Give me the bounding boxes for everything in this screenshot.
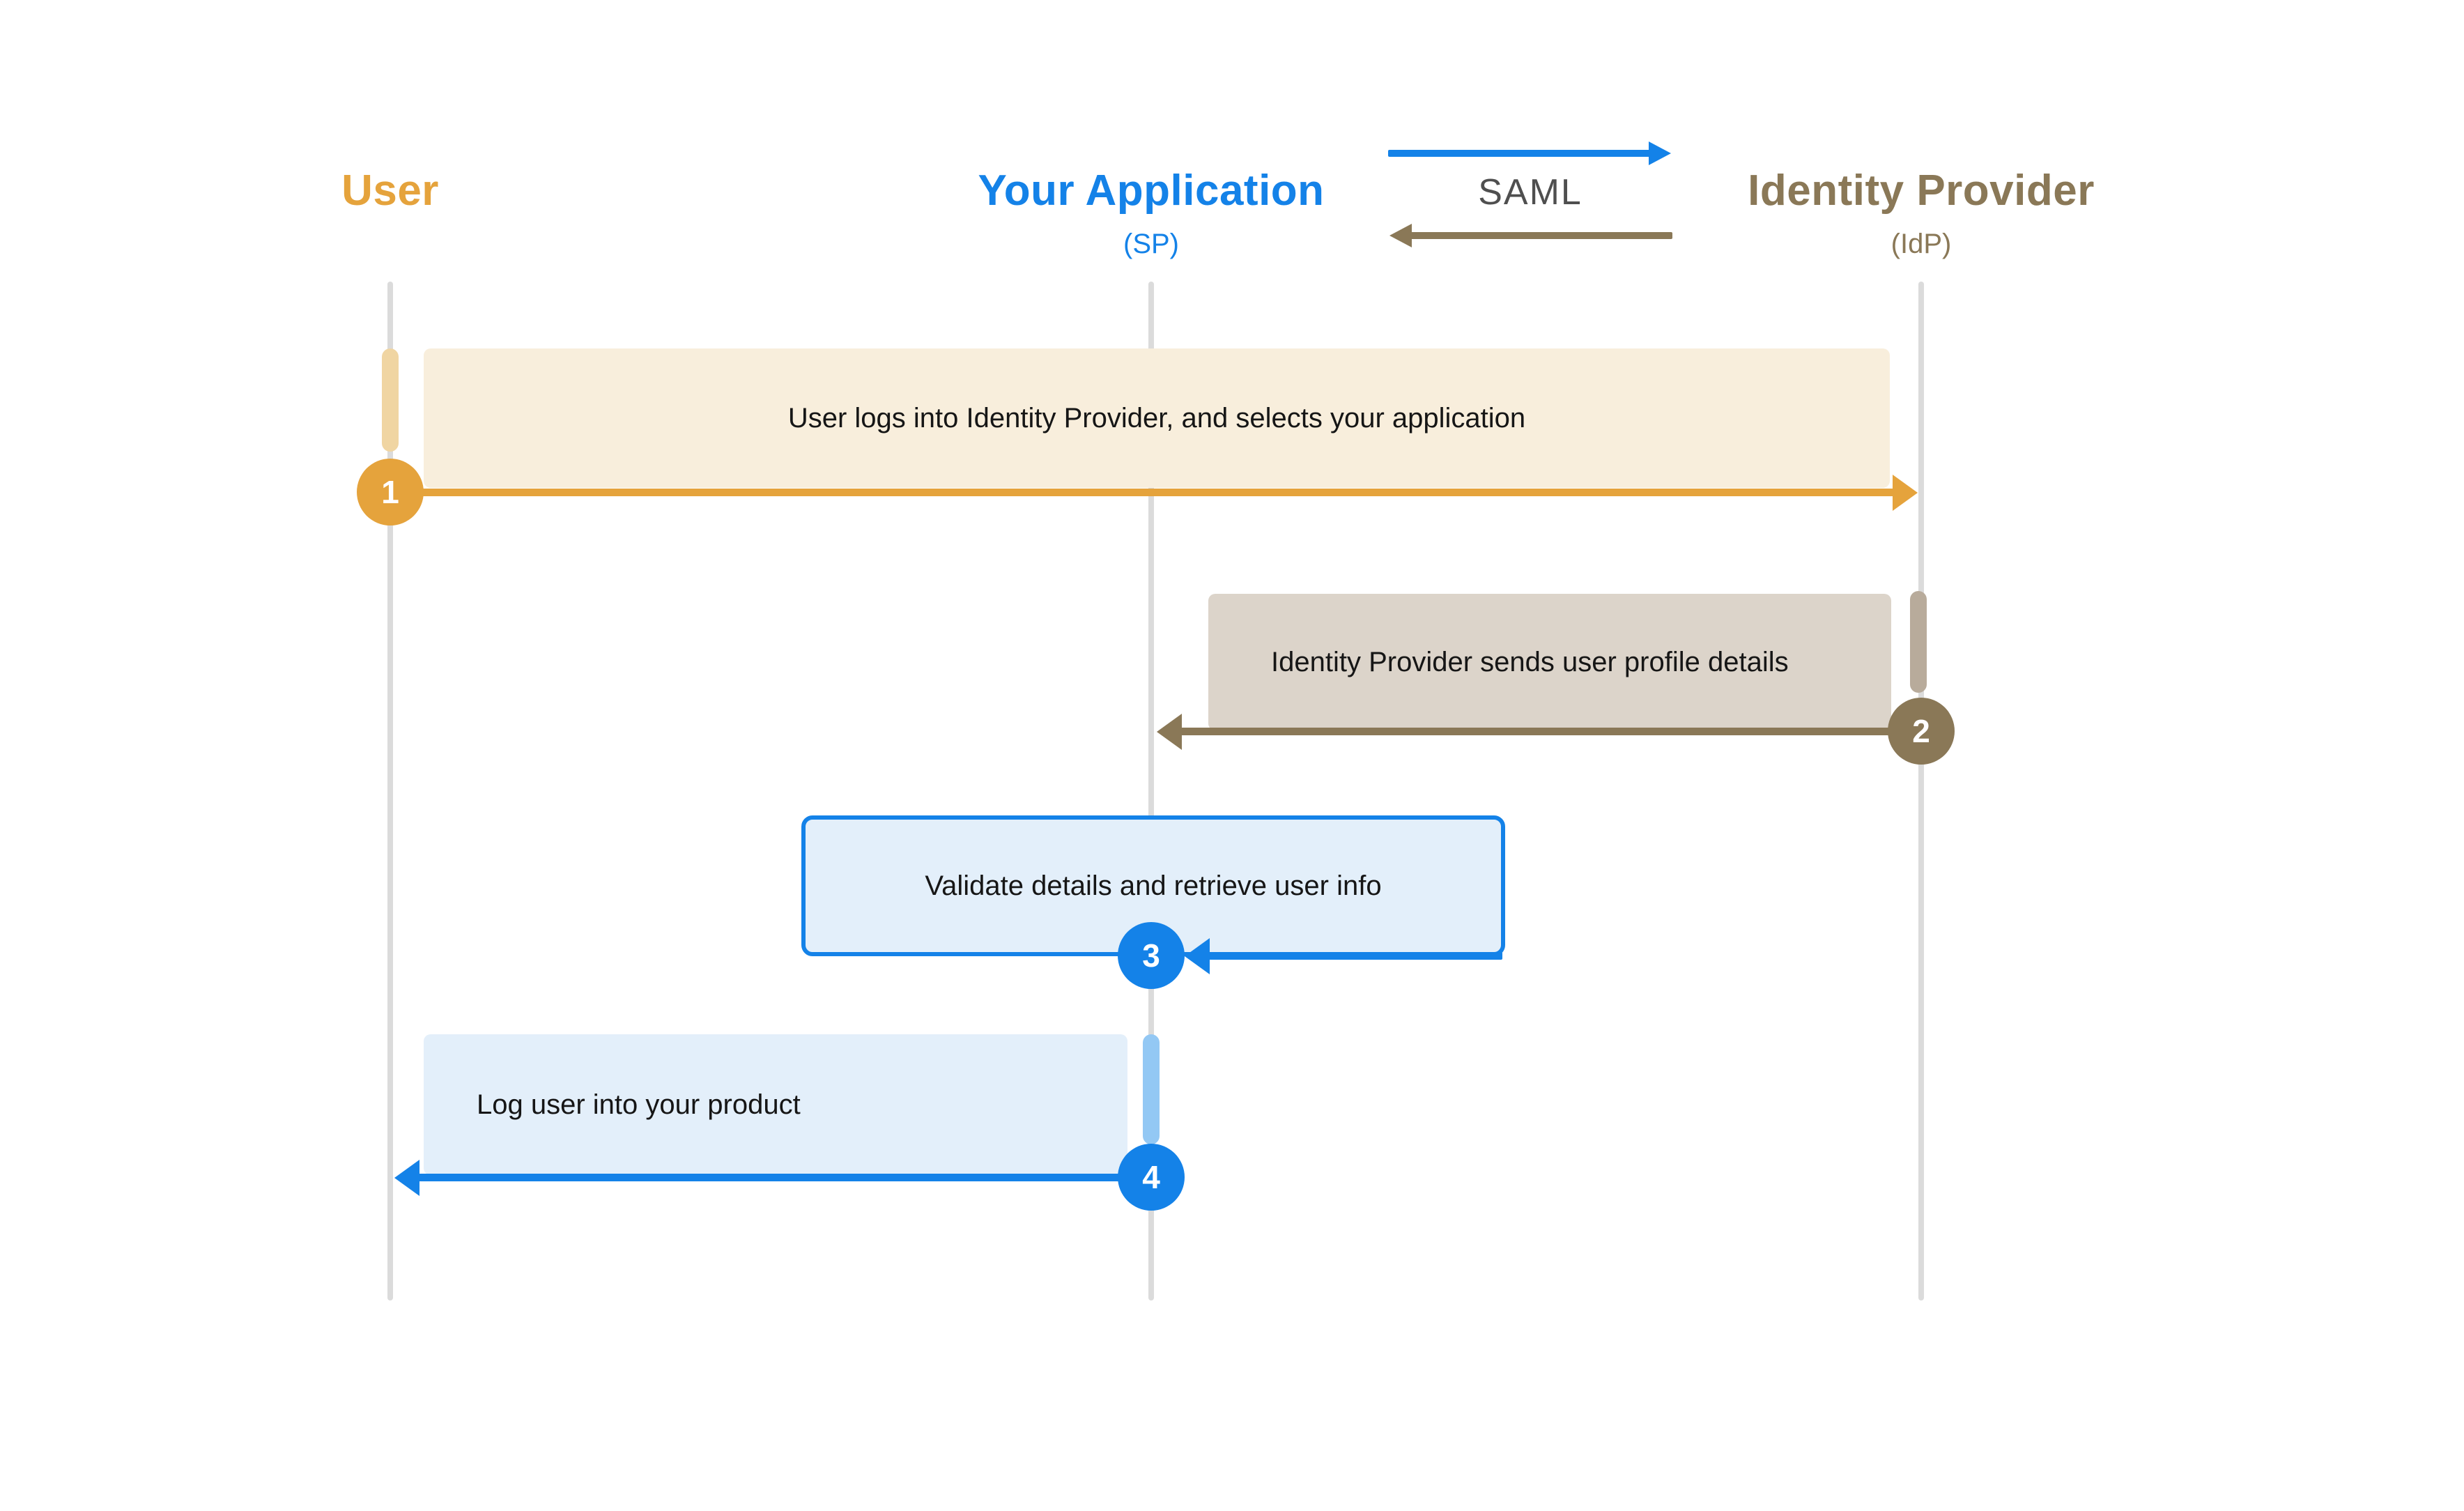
step3-number: 3 (1142, 937, 1160, 974)
step2-message-box: Identity Provider sends user profile det… (1208, 594, 1891, 730)
saml-arrow-left (1410, 232, 1672, 239)
actor-label-idp: Identity Provider (1748, 167, 2095, 215)
step1-arrowhead-icon (1893, 475, 1918, 511)
actor-sublabel-idp: (IdP) (1891, 229, 1952, 259)
lifeline-user (387, 282, 393, 1301)
actor-label-user: User (341, 167, 439, 215)
step4-arrowhead-icon (394, 1160, 419, 1196)
step3-arrow (1203, 952, 1502, 960)
actor-sublabel-app: (SP) (1123, 229, 1179, 259)
step4-arrow (418, 1174, 1151, 1181)
step4-message-text: Log user into your product (477, 1089, 801, 1120)
step3-message-text: Validate details and retrieve user info (925, 870, 1382, 901)
saml-arrow-right-head-icon (1649, 141, 1671, 165)
step2-message-text: Identity Provider sends user profile det… (1271, 647, 1789, 677)
step2-arrowhead-icon (1157, 714, 1182, 750)
step2-number: 2 (1912, 713, 1930, 749)
saml-arrow-left-head-icon (1389, 224, 1412, 247)
step3-number-badge: 3 (1118, 922, 1185, 989)
step4-number-badge: 4 (1118, 1144, 1185, 1211)
step1-arrow (390, 489, 1894, 496)
step2-number-badge: 2 (1888, 698, 1955, 765)
step2-arrow (1178, 728, 1921, 735)
step3-arrowhead-icon (1185, 938, 1210, 974)
actor-label-app: Your Application (978, 167, 1325, 215)
step2-activation-bar (1910, 591, 1927, 693)
step1-number-badge: 1 (357, 459, 424, 526)
saml-arrow-right (1388, 150, 1650, 157)
lifeline-idp (1918, 282, 1924, 1301)
step1-activation-bar (382, 348, 399, 452)
step4-number: 4 (1142, 1159, 1160, 1195)
saml-label: SAML (1478, 172, 1583, 213)
step4-activation-bar (1143, 1034, 1160, 1144)
step1-message-text: User logs into Identity Provider, and se… (787, 403, 1526, 434)
step1-number: 1 (381, 474, 399, 510)
lifeline-app (1148, 282, 1154, 1301)
step1-message-box: User logs into Identity Provider, and se… (424, 348, 1890, 488)
step4-message-box: Log user into your product (424, 1034, 1127, 1175)
